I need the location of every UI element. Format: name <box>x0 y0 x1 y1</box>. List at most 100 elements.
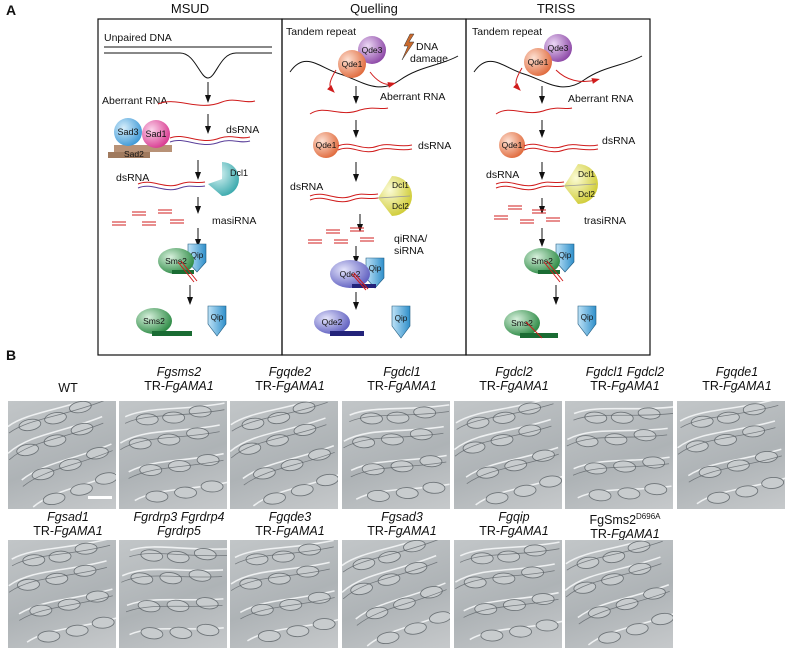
msud-box <box>97 18 283 356</box>
quelling-complex-dsrna-label: dsRNA <box>418 140 451 152</box>
ascus-image <box>342 540 450 647</box>
strain-genotype: Fgsms2 <box>156 365 202 379</box>
ascus-image <box>121 546 227 640</box>
msud-aberrant-rna-label: Aberrant RNA <box>102 95 167 107</box>
ascus-micrograph <box>119 540 227 648</box>
strain-construct: TR-FgAMA1 <box>255 379 325 393</box>
ascus-image <box>230 540 338 643</box>
ascus-micrograph <box>8 540 116 648</box>
ascus-micrograph <box>342 401 450 509</box>
svg-text:Sms2: Sms2 <box>511 318 533 328</box>
trasirna-label: trasiRNA <box>584 215 626 227</box>
qirna-label-1: qiRNA/ <box>394 233 427 245</box>
ascus-micrograph <box>677 401 785 509</box>
ascus-image <box>565 540 673 646</box>
strain-genotype: Fgdcl1 <box>383 365 421 379</box>
strain-construct: TR-FgAMA1 <box>479 379 549 393</box>
ascus-image <box>454 541 562 642</box>
svg-text:Qde1: Qde1 <box>342 59 363 69</box>
aberrant-rna-icon <box>157 99 256 106</box>
ascus-micrograph <box>342 540 450 648</box>
svg-text:Sms2: Sms2 <box>165 256 187 266</box>
strain-genotype: Fgqde2 <box>268 365 312 379</box>
trasirna-icon <box>494 205 560 224</box>
lightning-icon <box>401 33 415 61</box>
svg-text:Dcl2: Dcl2 <box>392 201 409 211</box>
strain-construct: TR-FgAMA1 <box>367 379 437 393</box>
ascus-micrograph <box>8 401 116 509</box>
dcl1-dcl2-icon <box>378 176 412 216</box>
svg-text:Qde2: Qde2 <box>340 269 361 279</box>
ascus-image <box>566 406 673 502</box>
ascus-micrograph <box>565 540 673 648</box>
qirna-label-2: siRNA <box>394 245 424 257</box>
strain-genotype: Fgqde3 <box>268 510 312 524</box>
quelling-dicer-dsrna-label: dsRNA <box>290 181 323 193</box>
qirna-icon <box>308 227 374 244</box>
ascus-micrograph <box>454 401 562 509</box>
dna-damage-label-1: DNA <box>416 41 438 53</box>
msud-dicer-dsrna-label: dsRNA <box>116 172 149 184</box>
svg-text:Qip: Qip <box>581 313 594 322</box>
dna-damage-label-2: damage <box>410 53 448 65</box>
strain-caption: WT <box>0 381 136 395</box>
strain-genotype: WT <box>58 381 78 395</box>
ascus-image <box>343 404 450 502</box>
triss-tandem-repeat-label: Tandem repeat <box>472 26 542 38</box>
sad2-icon <box>108 152 150 158</box>
svg-text:Qde1: Qde1 <box>528 57 549 67</box>
svg-text:Qip: Qip <box>191 251 204 260</box>
strain-genotype: FgSms2D696A <box>589 512 661 528</box>
msud-unpaired-dna-label: Unpaired DNA <box>104 32 172 44</box>
svg-text:Qde1: Qde1 <box>502 140 523 150</box>
ascus-image <box>8 540 116 643</box>
quelling-pathway: Tandem repeat Qde3 Qde1 DNA damage Aberr… <box>286 26 459 339</box>
strain-genotype: Fgsad1 <box>47 510 89 524</box>
strain-construct: TR-FgAMA1 <box>590 379 660 393</box>
svg-text:Qde3: Qde3 <box>548 43 569 53</box>
qde1-icon <box>338 50 366 78</box>
ascus-micrograph <box>119 401 227 509</box>
ascus-image <box>677 401 785 505</box>
strain-genotype: Fgqde1 <box>715 365 759 379</box>
strain-construct: TR-FgAMA1 <box>367 524 437 538</box>
svg-text:Qde3: Qde3 <box>362 45 383 55</box>
svg-text:Dcl1: Dcl1 <box>392 180 409 190</box>
triss-dicer-dsrna-label: dsRNA <box>486 169 519 181</box>
msud-pathway: Unpaired DNA Aberrant RNA Sad2 Sad3 Sad1… <box>102 32 272 337</box>
strain-genotype: Fgdcl2 <box>495 365 533 379</box>
triss-complex-dsrna-label: dsRNA <box>602 135 635 147</box>
svg-text:Sad1: Sad1 <box>145 129 166 139</box>
strain-construct: TR-FgAMA1 <box>479 524 549 538</box>
sad3-icon <box>114 118 142 146</box>
ascus-micrograph <box>565 401 673 509</box>
pathway-diagram: MSUD Quelling TRISS Unpaired DNA Aberran… <box>97 1 651 356</box>
strain-genotype: Fgsad3 <box>381 510 423 524</box>
panel-a-letter: A <box>6 2 17 18</box>
tandem-repeat-dna-icon <box>289 55 459 88</box>
svg-text:Qip: Qip <box>211 313 224 322</box>
strain-construct: TR-FgAMA1 <box>590 527 660 542</box>
svg-text:Dcl1: Dcl1 <box>230 168 248 178</box>
small-rna-icon <box>112 209 184 226</box>
svg-text:Qde2: Qde2 <box>322 317 343 327</box>
quelling-tandem-repeat-label: Tandem repeat <box>286 26 356 38</box>
strain-construct: TR-FgAMA1 <box>144 379 214 393</box>
svg-text:Sad2: Sad2 <box>124 149 144 159</box>
dna-loop-icon <box>104 52 272 79</box>
svg-text:Qip: Qip <box>559 251 572 260</box>
msud-title: MSUD <box>171 1 209 16</box>
strain-genotype: Fgrdrp3 Fgrdrp4 Fgrdrp5 <box>133 510 225 538</box>
strain-genotype: Fgqip <box>498 510 530 524</box>
dcl1-icon <box>208 162 239 196</box>
ascus-image <box>230 401 338 507</box>
